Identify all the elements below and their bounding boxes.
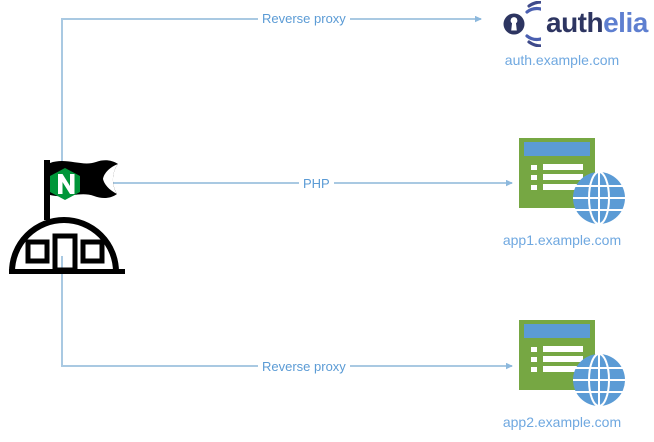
- host-caption-auth: auth.example.com: [504, 52, 620, 68]
- host-caption-app1: app1.example.com: [502, 232, 622, 248]
- nginx-logo-icon: [9, 160, 125, 274]
- authelia-wordmark-auth: auth: [546, 7, 604, 38]
- authelia-keyhole-icon: [503, 1, 541, 47]
- edge-label-reverse-proxy-auth: Reverse proxy: [258, 11, 350, 26]
- edge-label-reverse-proxy-app2: Reverse proxy: [258, 359, 350, 374]
- connector-nginx-to-app2: [61, 256, 513, 370]
- authelia-wordmark: authelia: [546, 8, 648, 38]
- edge-label-php: PHP: [299, 176, 334, 191]
- web-app-server-icon-app1: [519, 138, 625, 225]
- authelia-wordmark-elia: elia: [603, 7, 648, 38]
- web-app-server-icon-app2: [519, 320, 625, 407]
- host-caption-app2: app2.example.com: [502, 414, 622, 430]
